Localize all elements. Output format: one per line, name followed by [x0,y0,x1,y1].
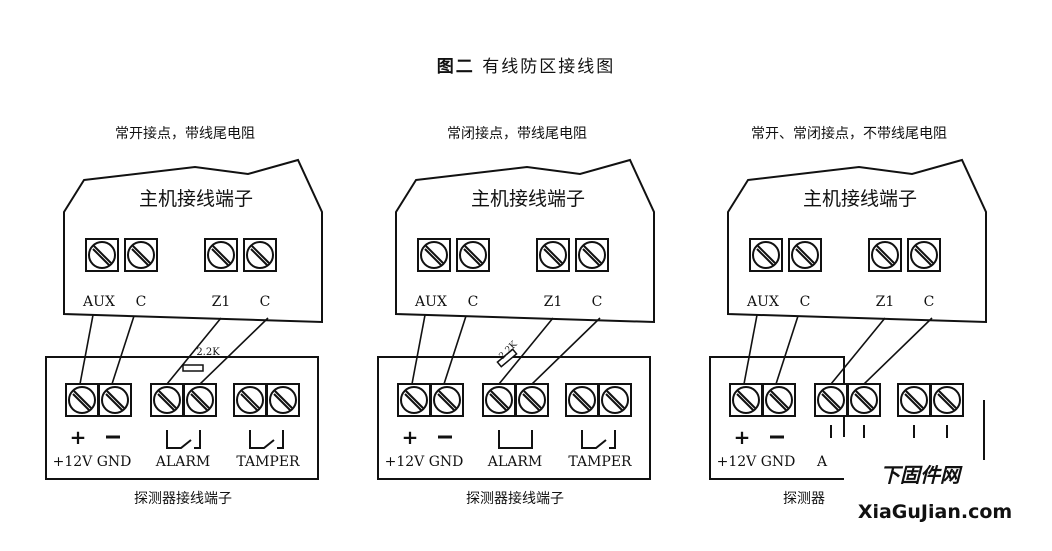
host-terminal-c: C [800,294,811,310]
detector-screw-2 [762,383,796,417]
host-terminal-c: C [468,294,479,310]
detector-screw-6 [266,383,300,417]
host-screw-1 [85,238,119,272]
host-block-label: 主机接线端子 [471,188,585,210]
detector-screw-1 [65,383,99,417]
wire-c-to-gnd [775,315,799,385]
detector-screw-5 [565,383,599,417]
detector-screw-1 [397,383,431,417]
panel-caption: 常开接点，带线尾电阻 [115,125,255,142]
wire-c-to-alarm [531,317,601,385]
host-terminal-z1: Z1 [876,294,895,310]
detector-block-label: 探测器接线端子 [466,490,564,507]
tamper-contact [249,430,284,449]
plus-symbol: + [70,425,87,449]
eol-resistor [496,348,518,368]
watermark-en: XiaGuJian.com [858,501,1012,523]
detector-screw-6 [598,383,632,417]
detector-screw-4 [183,383,217,417]
host-terminal-z1: Z1 [544,294,563,310]
resistor-label: 2.2K [196,347,220,358]
detector-terminal-3: TAMPER [236,454,300,470]
host-screw-1 [749,238,783,272]
wire-aux-to-plus12v [79,314,94,385]
host-screw-1 [417,238,451,272]
detector-terminal-2: ALARM [487,454,542,470]
wire-aux-to-plus12v [743,314,758,385]
host-screw-2 [788,238,822,272]
wire-z1-to-alarm [166,317,222,385]
detector-block-label: 探测器 [783,491,825,507]
host-block-label: 主机接线端子 [139,188,253,210]
host-screw-3 [204,238,238,272]
host-screw-3 [868,238,902,272]
host-block-label: 主机接线端子 [803,188,917,210]
host-terminal-c: C [136,294,147,310]
detector-terminal-2: ALARM [155,454,210,470]
detector-screw-3 [814,383,848,417]
detector-screw-6 [930,383,964,417]
host-screw-2 [456,238,490,272]
host-screw-4 [243,238,277,272]
host-block-outline [63,158,323,324]
alarm-contact [498,430,533,449]
host-terminal-c: C [592,294,603,310]
host-terminal-c: C [924,294,935,310]
wire-aux-to-plus12v [411,314,426,385]
host-block-outline [727,158,987,324]
detector-terminal-2: A [816,454,828,470]
host-terminal-c: C [260,294,271,310]
detector-screw-4 [847,383,881,417]
host-screw-2 [124,238,158,272]
detector-screw-3 [482,383,516,417]
host-block-outline [395,158,655,324]
host-terminal-z1: Z1 [212,294,231,310]
detector-terminal-3: TAMPER [568,454,632,470]
detector-block-outline [45,356,319,480]
detector-screw-2 [98,383,132,417]
wire-z1-to-alarm [830,317,886,385]
panel-caption: 常闭接点，带线尾电阻 [447,125,587,142]
title-prefix: 图二 [436,57,475,77]
detector-screw-5 [897,383,931,417]
detector-screw-5 [233,383,267,417]
alarm-contact [166,430,201,449]
host-screw-4 [907,238,941,272]
plus-symbol: + [734,425,751,449]
detector-screw-2 [430,383,464,417]
detector-screw-3 [150,383,184,417]
eol-resistor [182,364,204,372]
panel-caption: 常开、常闭接点，不带线尾电阻 [751,125,947,142]
detector-terminal-1: +12V GND [53,454,132,470]
host-terminal-aux: AUX [414,294,447,310]
detector-screw-4 [515,383,549,417]
title-main: 有线防区接线图 [482,57,616,77]
detector-terminal-1: +12V GND [385,454,464,470]
detector-block-label: 探测器接线端子 [134,490,232,507]
wire-c-to-alarm [199,317,269,385]
watermark: 下固件网 XiaGuJian.com [858,463,1012,523]
host-screw-4 [575,238,609,272]
detector-screw-1 [729,383,763,417]
wire-c-to-gnd [111,315,135,385]
plus-symbol: + [402,425,419,449]
diagram-title: 图二 有线防区接线图 [0,52,1052,77]
watermark-cn: 下固件网 [880,463,963,487]
host-terminal-aux: AUX [82,294,115,310]
wire-c-to-gnd [443,315,467,385]
tamper-contact [581,430,616,449]
wire-z1-to-alarm [498,317,554,385]
detector-terminal-1: +12V GND [717,454,796,470]
host-terminal-aux: AUX [746,294,779,310]
host-screw-3 [536,238,570,272]
wire-c-to-alarm [863,317,933,385]
